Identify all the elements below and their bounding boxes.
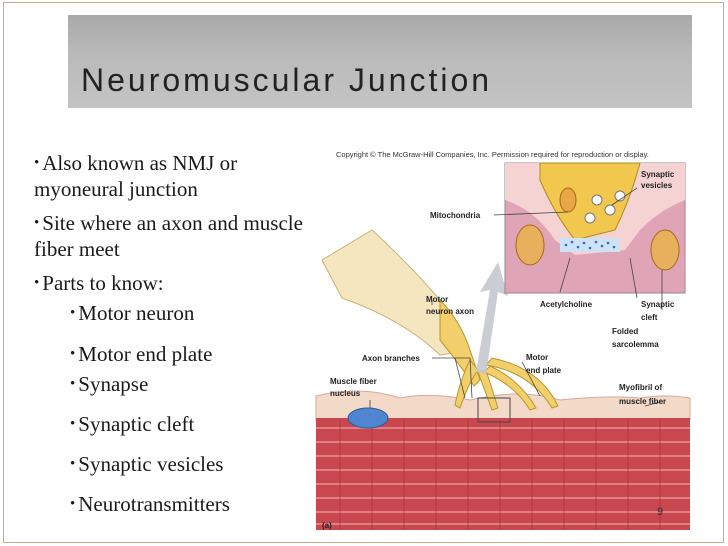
sub-bullet-text: Synapse <box>78 372 149 396</box>
page-number: 9 <box>657 506 664 518</box>
sub-bullet-item: •Synaptic vesicles <box>70 452 224 476</box>
sub-bullet-item: •Synapse <box>70 372 149 396</box>
label-motor-end-plate: end plate <box>526 366 562 375</box>
sub-bullet-item: •Synaptic cleft <box>70 412 195 436</box>
label-mitochondria: Mitochondria <box>430 211 481 220</box>
inset-marker <box>477 397 511 423</box>
sub-bullet-item: •Motor neuron <box>70 301 195 325</box>
label-folded-sarcolemma: sarcolemma <box>612 340 659 349</box>
bullet-item: •Also known as NMJ or myoneural junction <box>34 151 238 201</box>
bullet-text: Site where an axon and muscle fiber meet <box>34 211 303 261</box>
zoom-arrow <box>476 262 508 374</box>
sub-bullet-text: Motor end plate <box>78 342 213 366</box>
sub-bullet-item: •Motor end plate <box>70 342 213 366</box>
label-synaptic-cleft: Synaptic <box>641 300 675 309</box>
label-muscle-fiber-nucleus: Muscle fiber <box>330 377 377 386</box>
copyright-notice: Copyright © The McGraw-Hill Companies, I… <box>336 150 649 159</box>
sub-bullet-text: Synaptic cleft <box>78 412 195 436</box>
label-acetylcholine: Acetylcholine <box>540 300 593 309</box>
sub-bullet-text: Motor neuron <box>78 301 195 325</box>
label-myofibril: Myofibril of <box>619 383 662 392</box>
bullet-text: Also known as NMJ or myoneural junction <box>34 151 238 201</box>
label-motor-neuron-axon: neuron axon <box>426 307 474 316</box>
label-folded-sarcolemma: Folded <box>612 327 638 336</box>
label-synaptic-vesicles: vesicles <box>641 181 673 190</box>
bullet-item: •Site where an axon and muscle fiber mee… <box>34 211 303 261</box>
bullet-text: Parts to know: <box>42 271 164 295</box>
slide-border <box>3 2 724 543</box>
label-motor-end-plate: Motor <box>526 353 548 362</box>
label-muscle-fiber-nucleus: nucleus <box>330 389 361 398</box>
muscle-nucleus <box>347 407 389 429</box>
title-banner <box>68 15 692 108</box>
label-motor-neuron-axon: Motor <box>426 295 448 304</box>
bullet-item: •Parts to know: <box>34 271 164 295</box>
sub-bullet-text: Neurotransmitters <box>78 492 230 516</box>
leader-lines <box>369 187 663 408</box>
bullet-list: •Also known as NMJ or myoneural junction… <box>34 150 314 517</box>
label-synaptic-vesicles: Synaptic <box>641 170 675 179</box>
panel-label: (a) <box>322 521 332 530</box>
sub-bullet-item: •Neurotransmitters <box>70 492 230 516</box>
synapse-inset <box>504 162 686 294</box>
label-synaptic-cleft: cleft <box>641 313 658 322</box>
label-myofibril: muscle fiber <box>619 397 666 406</box>
sub-bullet-text: Synaptic vesicles <box>78 452 224 476</box>
slide-title: Neuromuscular Junction <box>81 62 493 98</box>
muscle-fiber <box>315 390 691 530</box>
label-axon-branches: Axon branches <box>362 354 420 363</box>
